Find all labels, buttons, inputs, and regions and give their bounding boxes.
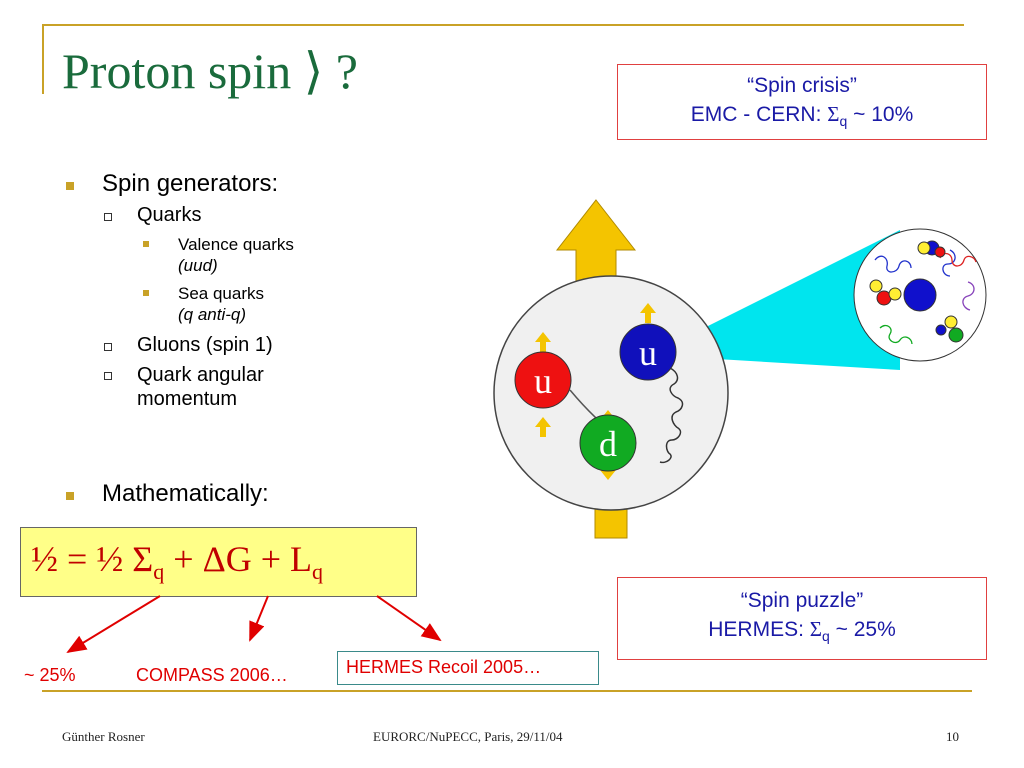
bullet-hollow bbox=[104, 372, 112, 380]
spin-crisis-suffix: ~ 10% bbox=[847, 103, 914, 126]
angular-line-2: momentum bbox=[137, 388, 238, 410]
footer-rule bbox=[42, 690, 972, 692]
equation-sub-q: q bbox=[153, 559, 165, 585]
zoom-gluons-purple bbox=[962, 281, 975, 311]
spin-equation: ½ = ½ Σq + ΔG + Lq bbox=[20, 527, 417, 597]
zoom-gluons-green bbox=[879, 324, 913, 345]
annotation-hermes-recoil: HERMES Recoil 2005… bbox=[337, 651, 599, 685]
sea-label: Sea quarks bbox=[178, 284, 264, 303]
quark-u-top bbox=[619, 323, 677, 381]
bullet-angular: Quark angular momentum bbox=[137, 363, 264, 411]
gluon-spring bbox=[659, 367, 684, 464]
bullet-quarks: Quarks bbox=[137, 204, 202, 226]
spin-puzzle-suffix: ~ 25% bbox=[829, 618, 896, 641]
title-text: Proton spin bbox=[62, 43, 292, 99]
proton-diagram: u u d bbox=[493, 199, 987, 539]
equation-sub-q: q bbox=[312, 559, 324, 585]
footer-author: Günther Rosner bbox=[62, 729, 145, 744]
arrow-to-compass bbox=[249, 595, 269, 642]
sigma-sub: q bbox=[839, 113, 848, 130]
spin-crisis-title: “Spin crisis” bbox=[747, 74, 857, 97]
spin-puzzle-prefix: HERMES: bbox=[708, 618, 810, 641]
annotation-25: ~ 25% bbox=[24, 665, 76, 685]
spin-crisis-box: “Spin crisis” EMC - CERN: Σq ~ 10% bbox=[617, 64, 987, 140]
bullet-spin-generators: Spin generators: bbox=[102, 170, 279, 197]
arrow-to-25 bbox=[66, 595, 161, 654]
title-ket-glyph: ⟩ bbox=[303, 43, 324, 99]
bullet-gluons: Gluons (spin 1) bbox=[137, 334, 273, 356]
bullet-small bbox=[143, 241, 149, 247]
spin-puzzle-title: “Spin puzzle” bbox=[740, 589, 864, 612]
spin-arrow-up bbox=[555, 199, 637, 286]
zoom-gluons-red bbox=[939, 252, 977, 267]
bullet-valence: Valence quarks (uud) bbox=[178, 234, 294, 276]
sigma-symbol: Σ bbox=[809, 617, 822, 641]
bullet-hollow bbox=[104, 343, 112, 351]
bullet-sea: Sea quarks (q anti-q) bbox=[178, 283, 264, 325]
bullet-mathematically: Mathematically: bbox=[102, 480, 269, 507]
quark-u-left bbox=[514, 351, 572, 409]
quark-d-label: d bbox=[599, 424, 617, 464]
footer-page-number: 10 bbox=[946, 729, 959, 744]
arrow-to-hermes bbox=[376, 595, 442, 642]
title-question: ? bbox=[335, 43, 358, 99]
quark-u-left-label: u bbox=[534, 361, 552, 401]
spin-crisis-value: EMC - CERN: Σq ~ 10% bbox=[618, 100, 986, 136]
sigma-sub: q bbox=[821, 628, 830, 645]
quark-d bbox=[579, 414, 637, 472]
spin-puzzle-box: “Spin puzzle” HERMES: Σq ~ 25% bbox=[617, 577, 987, 660]
valence-sub: (uud) bbox=[178, 256, 218, 275]
spin-crisis-prefix: EMC - CERN: bbox=[690, 103, 828, 126]
equation-mid: + ΔG + L bbox=[164, 539, 313, 579]
spin-puzzle-value: HERMES: Σq ~ 25% bbox=[618, 615, 986, 651]
left-rule bbox=[42, 24, 44, 94]
bullet-small bbox=[143, 290, 149, 296]
zoom-quark-blue-large bbox=[903, 278, 937, 312]
page-title: Proton spin ⟩ ? bbox=[62, 42, 358, 100]
quark-u-top-label: u bbox=[639, 333, 657, 373]
sigma-symbol: Σ bbox=[827, 102, 840, 126]
sea-sub: (q anti-q) bbox=[178, 305, 247, 324]
bullet-hollow bbox=[104, 213, 112, 221]
top-rule bbox=[42, 24, 964, 26]
footer-event: EURORC/NuPECC, Paris, 29/11/04 bbox=[373, 729, 563, 744]
equation-lhs: ½ = ½ Σ bbox=[31, 539, 154, 579]
bullet-square bbox=[66, 492, 74, 500]
valence-label: Valence quarks bbox=[178, 235, 294, 254]
annotation-compass: COMPASS 2006… bbox=[136, 665, 288, 685]
zoom-gluons-blue bbox=[874, 249, 956, 277]
angular-line-1: Quark angular bbox=[137, 364, 264, 386]
bullet-square bbox=[66, 182, 74, 190]
